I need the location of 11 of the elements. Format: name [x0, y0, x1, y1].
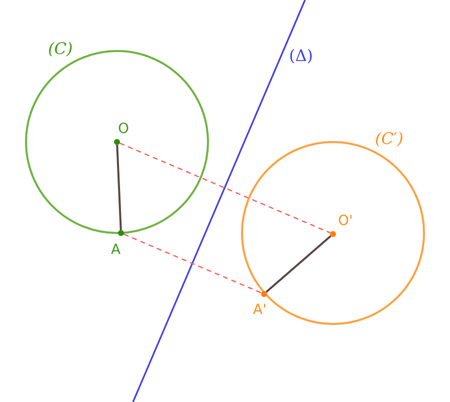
point-label: O' [338, 213, 353, 229]
segment [266, 235, 332, 293]
dashed-segment [124, 234, 262, 294]
circle-label: (C) [48, 40, 73, 58]
point-label: A [111, 242, 121, 258]
dashed-segment [120, 142, 330, 234]
line-label: (Δ) [289, 47, 314, 65]
segment [116, 144, 122, 230]
point-label: O [118, 121, 130, 137]
circle-label: (C′) [375, 130, 404, 148]
point-label: A' [253, 302, 266, 318]
